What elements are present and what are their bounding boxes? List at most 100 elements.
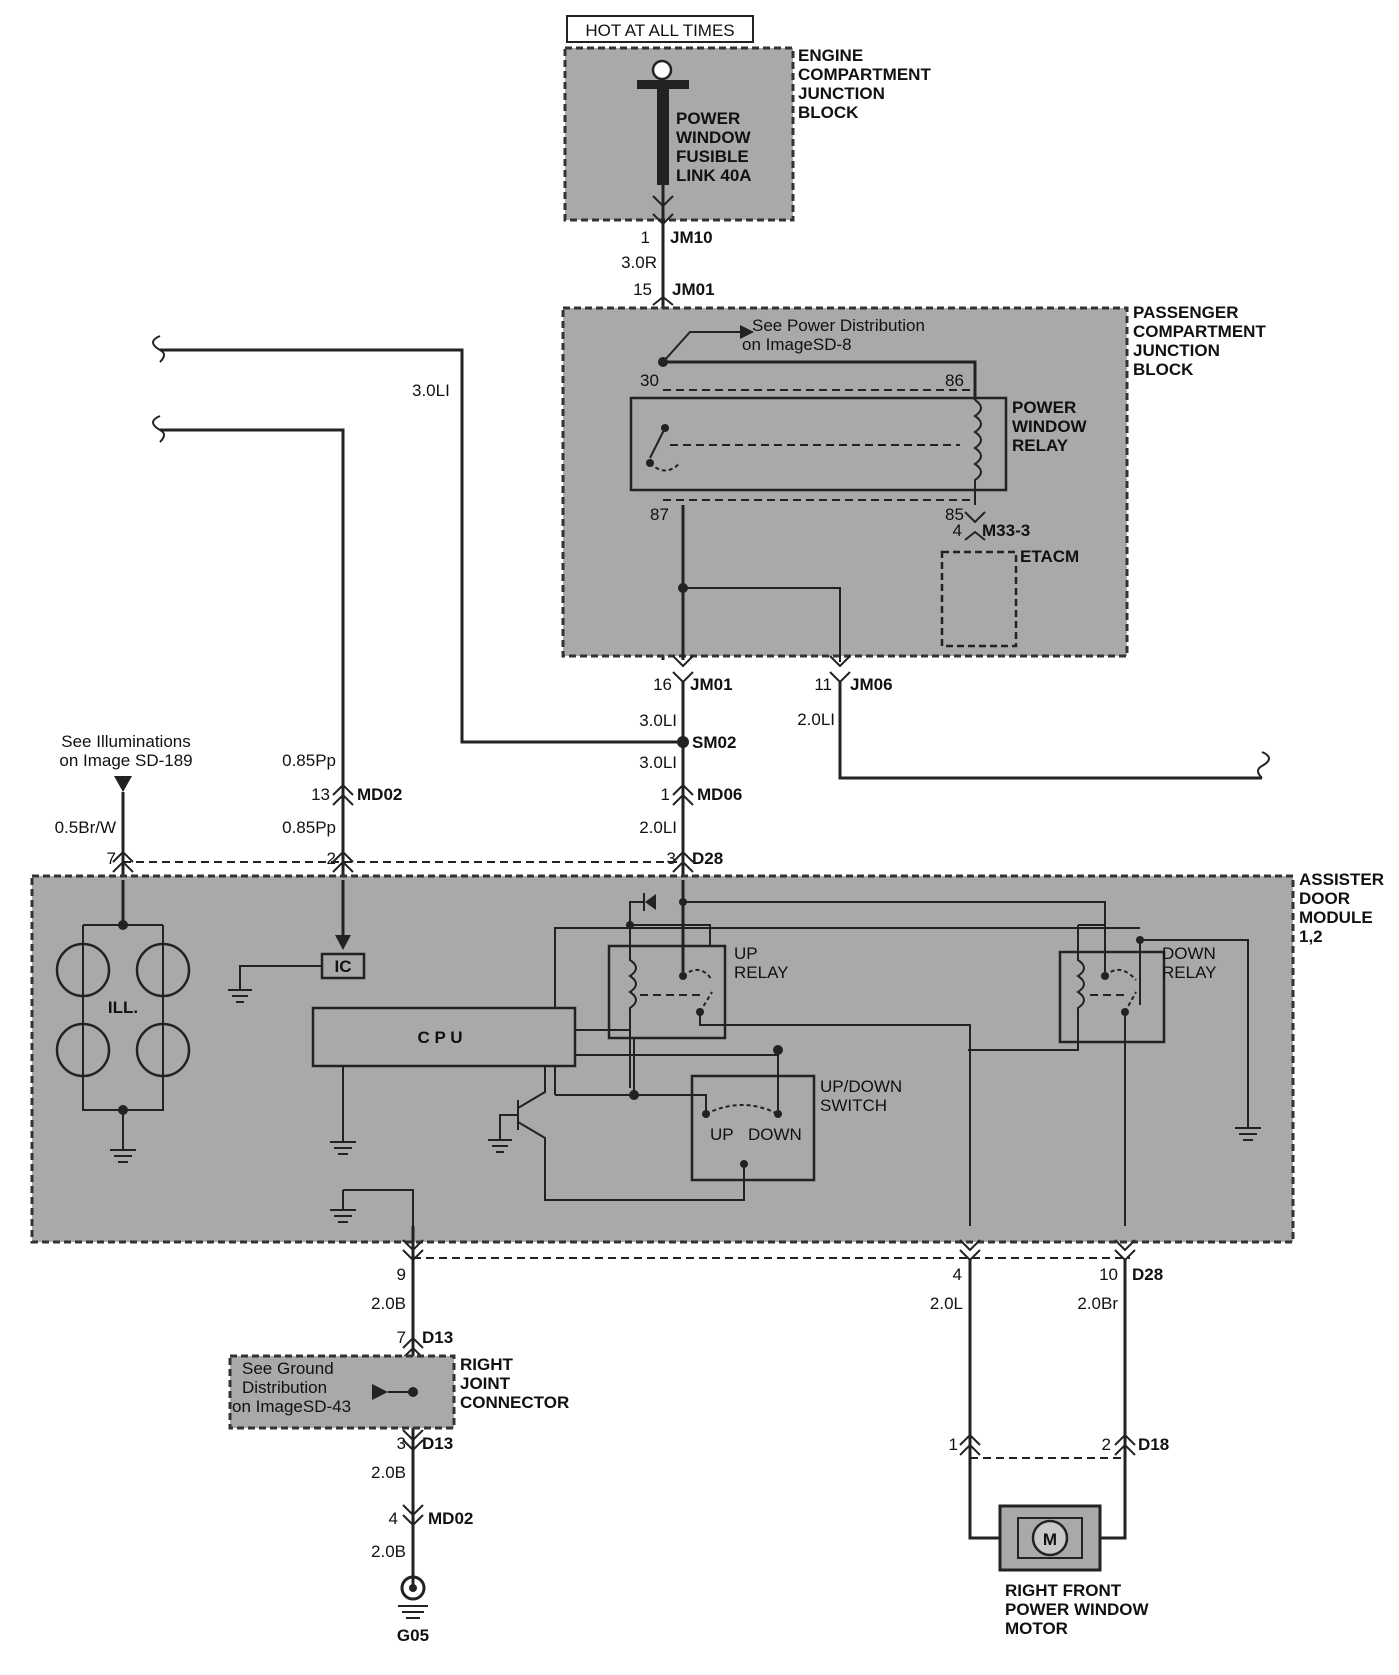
- hot-at-all-times-box: [566, 15, 754, 43]
- switch-output-contact: [740, 1160, 748, 1168]
- switch-arc: [705, 1104, 779, 1115]
- d28-pin7: 7: [107, 849, 116, 868]
- pp-continuation-mark: [152, 415, 165, 443]
- svg-text:RIGHT: RIGHT: [460, 1355, 514, 1374]
- left-3-0li-continuation-mark: [152, 335, 165, 363]
- svg-text:PASSENGER: PASSENGER: [1133, 303, 1239, 322]
- md02-bottom-id: MD02: [428, 1509, 473, 1528]
- jm10-id: JM10: [670, 228, 713, 247]
- svg-text:RELAY: RELAY: [1012, 436, 1069, 455]
- d18-pin2: 2: [1102, 1435, 1111, 1454]
- relay-contact-switch: [646, 424, 681, 472]
- d18-pin1-connector-symbol: [959, 1433, 981, 1456]
- ground-distribution-arrow: [372, 1384, 388, 1400]
- down-relay-contact: [1090, 925, 1137, 1226]
- relay-coil: [973, 399, 982, 505]
- up-down-switch-label: UP/DOWN SWITCH: [820, 1077, 902, 1115]
- etacm-box: [940, 550, 1018, 648]
- md02-bottom-pin: 4: [389, 1509, 398, 1528]
- wire-3-0r: 3.0R: [621, 253, 657, 272]
- d28-top-pin: 3: [667, 849, 676, 868]
- d28-pin9: 9: [397, 1265, 406, 1284]
- svg-text:CONNECTOR: CONNECTOR: [460, 1393, 569, 1412]
- cpu-to-relays-wire: [554, 927, 1140, 1008]
- down-relay-label: DOWN RELAY: [1162, 944, 1217, 982]
- cpu-label: C P U: [417, 1028, 462, 1047]
- svg-text:COMPARTMENT: COMPARTMENT: [798, 65, 931, 84]
- up-relay: [607, 944, 727, 1040]
- svg-text:JUNCTION: JUNCTION: [798, 84, 885, 103]
- d13-top-pin: 7: [397, 1328, 406, 1347]
- svg-text:UP/DOWN: UP/DOWN: [820, 1077, 902, 1096]
- m33-pin: 4: [953, 521, 962, 540]
- svg-text:See Ground: See Ground: [242, 1359, 334, 1378]
- ic-input-diode: [335, 935, 351, 950]
- svg-text:MODULE: MODULE: [1299, 908, 1373, 927]
- svg-text:RIGHT FRONT: RIGHT FRONT: [1005, 1581, 1122, 1600]
- up-relay-label: UP RELAY: [734, 944, 789, 982]
- ground-g05-label: G05: [397, 1626, 429, 1645]
- d13-bottom-connector-symbol: [402, 1429, 424, 1452]
- jm06-output-wire: [838, 682, 1262, 780]
- md02-top-connector-symbol: [332, 783, 354, 806]
- fusible-link-40a: [637, 59, 689, 185]
- wire-3-0li-left: 3.0LI: [412, 381, 450, 400]
- d18-id: D18: [1138, 1435, 1169, 1454]
- svg-text:on ImageSD-43: on ImageSD-43: [232, 1397, 351, 1416]
- ground-g05-symbol: [398, 1575, 428, 1619]
- output-transistor: [488, 1066, 745, 1201]
- svg-text:See Power Distribution: See Power Distribution: [752, 316, 925, 335]
- svg-text:RELAY: RELAY: [734, 963, 789, 982]
- wire-2-0li-jm06: 2.0LI: [797, 710, 835, 729]
- etacm-label: ETACM: [1020, 547, 1079, 566]
- svg-text:See Illuminations: See Illuminations: [61, 732, 190, 751]
- d28-pin4: 4: [953, 1265, 962, 1284]
- svg-text:ENGINE: ENGINE: [798, 46, 863, 65]
- relay-85-connector: [964, 511, 986, 524]
- d18-pin2-connector-symbol: [1114, 1433, 1136, 1456]
- up-relay-coil: [628, 924, 711, 1088]
- relay-pin-30: 30: [640, 371, 659, 390]
- m33-connector-symbol: [964, 530, 986, 541]
- power-distribution-arrow: [740, 325, 754, 339]
- illuminations-arrow: [114, 776, 132, 792]
- right-joint-connector-label: RIGHT JOINT CONNECTOR: [460, 1355, 569, 1412]
- hot-at-all-times-label: HOT AT ALL TIMES: [585, 21, 734, 40]
- power-window-relay-label: POWER WINDOW RELAY: [1012, 398, 1088, 455]
- pp-signal-wire: [160, 428, 345, 880]
- wire-0-85pp-b: 0.85Pp: [282, 818, 336, 837]
- down-relay-feed: [683, 901, 1106, 925]
- wire-2-0li-d28: 2.0LI: [639, 818, 677, 837]
- motor-wire-2-0br: [1100, 1260, 1127, 1540]
- jm10-connector-symbol: [652, 195, 674, 226]
- svg-text:UP: UP: [734, 944, 758, 963]
- svg-text:JUNCTION: JUNCTION: [1133, 341, 1220, 360]
- passenger-junction-block: [561, 306, 1129, 658]
- switch-down-label: DOWN: [748, 1125, 802, 1144]
- module-ground-symbol: [330, 1189, 414, 1226]
- diode-cathode: [629, 893, 645, 925]
- up-relay-contact: [640, 902, 971, 1226]
- motor-m-label: M: [1043, 1530, 1057, 1549]
- jm06-pin: 11: [814, 675, 832, 694]
- power-distribution-reference: See Power Distribution on ImageSD-8: [742, 316, 925, 354]
- svg-text:FUSIBLE: FUSIBLE: [676, 147, 749, 166]
- joint-splice-dot: [408, 1387, 418, 1397]
- wire-0-5br-w: 0.5Br/W: [55, 818, 116, 837]
- svg-text:JOINT: JOINT: [460, 1374, 511, 1393]
- d28-pin10: 10: [1099, 1265, 1118, 1284]
- svg-text:on Image SD-189: on Image SD-189: [59, 751, 192, 770]
- power-distribution-leader: [662, 331, 740, 363]
- svg-text:on ImageSD-8: on ImageSD-8: [742, 335, 852, 354]
- relay-pin-85: 85: [945, 505, 964, 524]
- ground-distribution-reference: See Ground Distribution on ImageSD-43: [232, 1359, 351, 1416]
- left-3-0li-wire: [160, 348, 683, 744]
- d13-top-id: D13: [422, 1328, 453, 1347]
- wire-2-0b-c: 2.0B: [371, 1542, 406, 1561]
- svg-text:COMPARTMENT: COMPARTMENT: [1133, 322, 1266, 341]
- engine-junction-block: [563, 46, 795, 222]
- md06-id: MD06: [697, 785, 742, 804]
- diode-symbol: [645, 894, 656, 910]
- svg-text:BLOCK: BLOCK: [798, 103, 859, 122]
- relay-coil-feed-wire: [663, 360, 977, 400]
